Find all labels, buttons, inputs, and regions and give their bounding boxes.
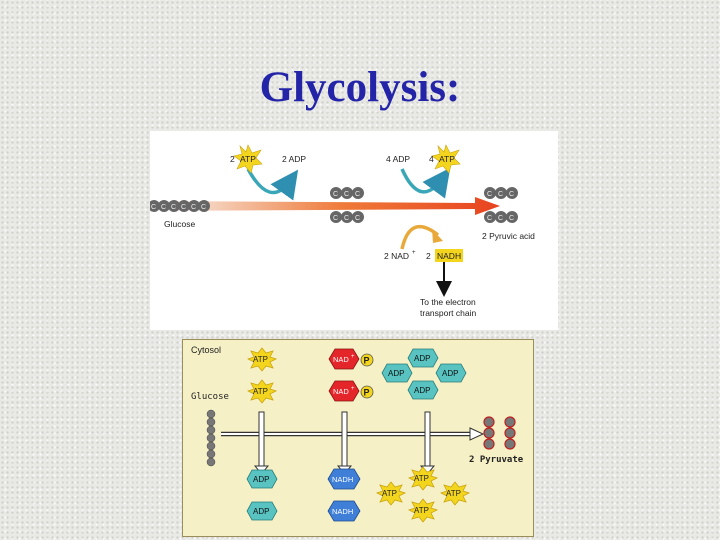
nad-superscript: + [351,354,355,360]
atp-output-icon: ATP [439,481,471,506]
atp-investment-arrow [246,168,299,201]
atp-input-icon: ATP [246,347,278,372]
carbon-label: C [333,215,338,222]
adp-input-icon: ADP [407,380,439,400]
carbon-label: C [355,191,360,198]
step-arrow [336,411,353,475]
glucose-carbon-chain [206,409,216,467]
nad-arrow-head [432,229,443,243]
atp-payoff-arrow [400,167,451,199]
cytosol-label: Cytosol [191,345,221,355]
carbon-label: C [191,204,196,211]
phosphate-label: P [364,388,370,398]
carbon-label: C [344,215,349,222]
adp-input-icon: ADP [407,348,439,368]
three-carbon-intermediate: C C C C C C [330,187,364,223]
nadh-count: 2 [426,251,431,261]
atp-label: ATP [253,387,268,396]
carbon-label: C [171,204,176,211]
pyruvic-acid-molecule: C C C C C C [484,187,518,223]
nad-superscript: + [351,386,355,392]
atp-output-icon: ATP [407,466,439,491]
nadh-output-icon: NADH [327,500,361,522]
adp-in-label: 4 ADP [386,154,410,164]
carbon-label: C [509,191,514,198]
atp-input-icon: ATP [246,379,278,404]
atp-output-icon: ATP [407,498,439,523]
atp-output-icon: ATP [375,481,407,506]
carbon-label: C [161,204,166,211]
nad-plus-icon: NAD + [328,348,360,370]
carbon-label: C [487,191,492,198]
atp-label: ATP [253,355,268,364]
carbon-label: C [487,215,492,222]
carbon-label: C [181,204,186,211]
step-arrow [253,411,270,475]
atp-starburst-icon [431,144,461,174]
atp-label: ATP [414,506,429,515]
nadh-label: NADH [332,475,353,484]
step-arrow [419,411,436,475]
pyruvate-molecules [483,416,516,450]
pyruvate-label: 2 Pyruvate [469,455,524,465]
pyruvic-acid-label: 2 Pyruvic acid [482,231,535,241]
adp-label: ADP [414,386,430,395]
phosphate-icon: P [360,353,374,367]
nad-label: NAD [333,387,349,396]
adp-output-icon: ADP [246,469,278,489]
adp-label: ADP [442,369,458,378]
nad-plus-icon: NAD + [328,380,360,402]
atp-out-count: 4 [429,154,434,164]
atp-label: ATP [382,489,397,498]
glucose-label: Glucose [191,392,229,402]
atp-in-count: 2 [230,154,235,164]
nadh-label: NADH [437,251,461,261]
carbon-label: C [333,191,338,198]
atp-label: ATP [446,489,461,498]
main-reaction-arrow [150,197,500,215]
adp-input-icon: ADP [381,363,413,383]
atp-label: ATP [414,474,429,483]
phosphate-label: P [364,356,370,366]
adp-label: ADP [253,475,269,484]
glycolysis-cytosol-diagram: Cytosol Glucose ATP ATP NAD + [182,339,534,537]
nadh-label: NADH [332,507,353,516]
glycolysis-arrow-head [469,427,485,441]
atp-in-label: ATP [240,154,256,164]
electron-chain-line-2: transport chain [420,308,476,318]
carbon-label: C [498,215,503,222]
adp-output-icon: ADP [246,501,278,521]
carbon-label: C [201,204,206,211]
glycolysis-overview-diagram: 2 ATP 2 ADP 4 ADP 4 ATP C C C C C C Gluc… [148,131,558,330]
adp-label: ADP [388,369,404,378]
phosphate-icon: P [360,385,374,399]
carbon-label: C [355,215,360,222]
nad-superscript: + [412,250,416,256]
adp-out-label: 2 ADP [282,154,306,164]
nadh-output-icon: NADH [327,468,361,490]
atp-out-label: ATP [439,154,455,164]
electron-chain-line-1: To the electron [420,297,476,307]
adp-input-icon: ADP [435,363,467,383]
adp-label: ADP [414,354,430,363]
atp-starburst-icon [233,144,263,174]
nad-label: 2 NAD [384,251,409,261]
slide-title: Glycolysis: [259,64,461,111]
carbon-label: C [344,191,349,198]
nadh-highlight [435,249,463,262]
glucose-label: Glucose [164,219,195,229]
carbon-label: C [498,191,503,198]
glucose-molecule: C C C C C C [148,200,210,212]
nad-label: NAD [333,355,349,364]
carbon-label: C [509,215,514,222]
adp-label: ADP [253,507,269,516]
carbon-label: C [151,204,156,211]
